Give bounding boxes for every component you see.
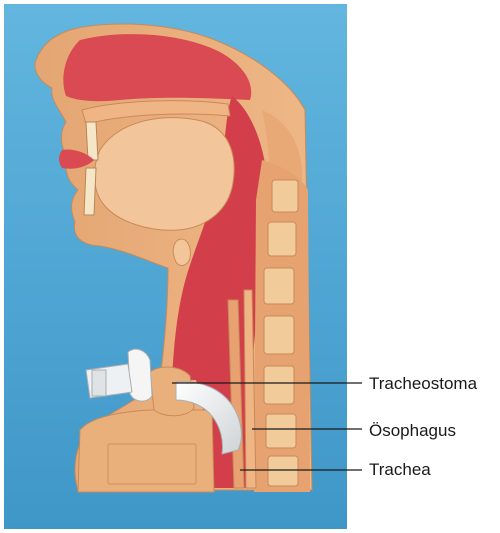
vertebra [272,180,298,212]
vertebrae [264,180,298,486]
label-oesophagus: Ösophagus [369,422,456,439]
label-trachea: Trachea [369,461,431,478]
lower-teeth [84,168,96,215]
vertebra [264,316,294,354]
tongue [94,118,234,231]
vertebra [268,222,296,256]
label-tracheostoma: Tracheostoma [369,375,477,392]
epiglottis [173,239,190,265]
vertebra [266,414,296,448]
cannula-tip [92,370,106,396]
chest-base [78,410,214,492]
vertebra [264,366,294,404]
cannula-neck-plate [128,349,152,401]
vertebra [268,456,298,486]
upper-teeth [86,122,98,160]
vertebra [264,268,294,304]
